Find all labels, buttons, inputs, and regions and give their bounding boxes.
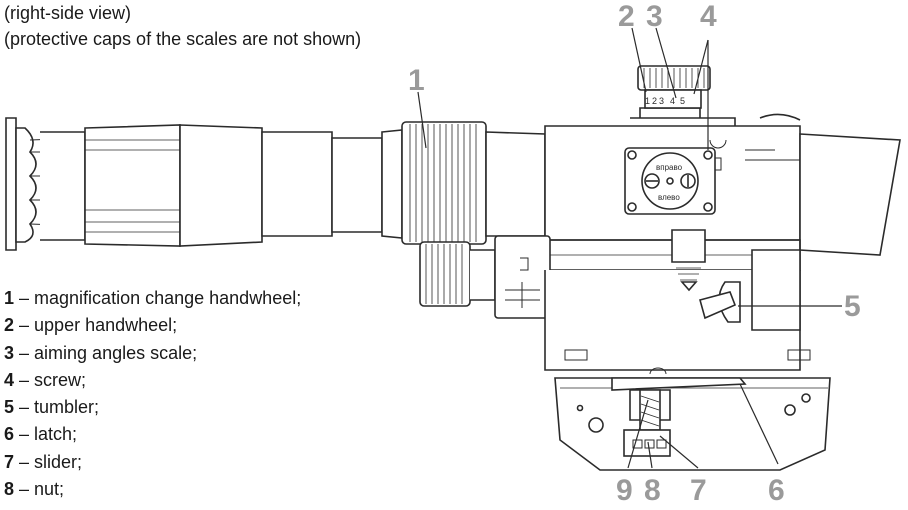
callout-4: 4 (700, 0, 717, 33)
callout-9: 9 (616, 474, 633, 507)
scale-mark-4: 4 (670, 96, 675, 106)
scale-marks: 1 2 3 4 5 (645, 96, 685, 106)
callout-7: 7 (690, 474, 707, 507)
mount-bracket (544, 229, 831, 471)
callout-1: 1 (408, 64, 425, 97)
scale-mark-1: 1 (645, 96, 650, 106)
caption-note: (protective caps of the scales are not s… (4, 29, 362, 49)
parts-legend: 1 – magnification change handwheel; 2 – … (4, 285, 301, 503)
knob-lettering: вправо влево (656, 163, 683, 202)
scale-mark-2: 2 (652, 96, 657, 106)
legend-item: 4 – screw; (4, 369, 87, 390)
scope-body (544, 107, 901, 271)
leader-lines (417, 27, 842, 469)
callout-8: 8 (644, 474, 661, 507)
lamp-housing (419, 235, 551, 319)
scale-mark-3: 3 (659, 96, 664, 106)
windage-plate (624, 147, 716, 215)
legend-item: 7 – slider; (4, 451, 83, 472)
eyepiece-tube (40, 124, 403, 247)
upper-handwheel (637, 65, 711, 109)
caption-view: (right-side view) (4, 3, 132, 23)
callout-3: 3 (646, 0, 663, 33)
legend-item: 5 – tumbler; (4, 397, 100, 418)
legend-item: 3 – aiming angles scale; (4, 342, 198, 363)
scale-mark-5: 5 (680, 96, 685, 106)
legend-item: 1 – magnification change handwheel; (4, 288, 302, 308)
legend-item: 6 – latch; (4, 424, 78, 445)
callout-6: 6 (768, 474, 785, 507)
knob-text-right: вправо (656, 163, 683, 172)
magnification-handwheel (401, 121, 546, 245)
callout-2: 2 (618, 0, 635, 33)
legend-item: 8 – nut; (4, 479, 65, 500)
callout-5: 5 (844, 290, 861, 323)
knob-text-left: влево (658, 193, 680, 202)
legend-item: 2 – upper handwheel; (4, 315, 178, 336)
